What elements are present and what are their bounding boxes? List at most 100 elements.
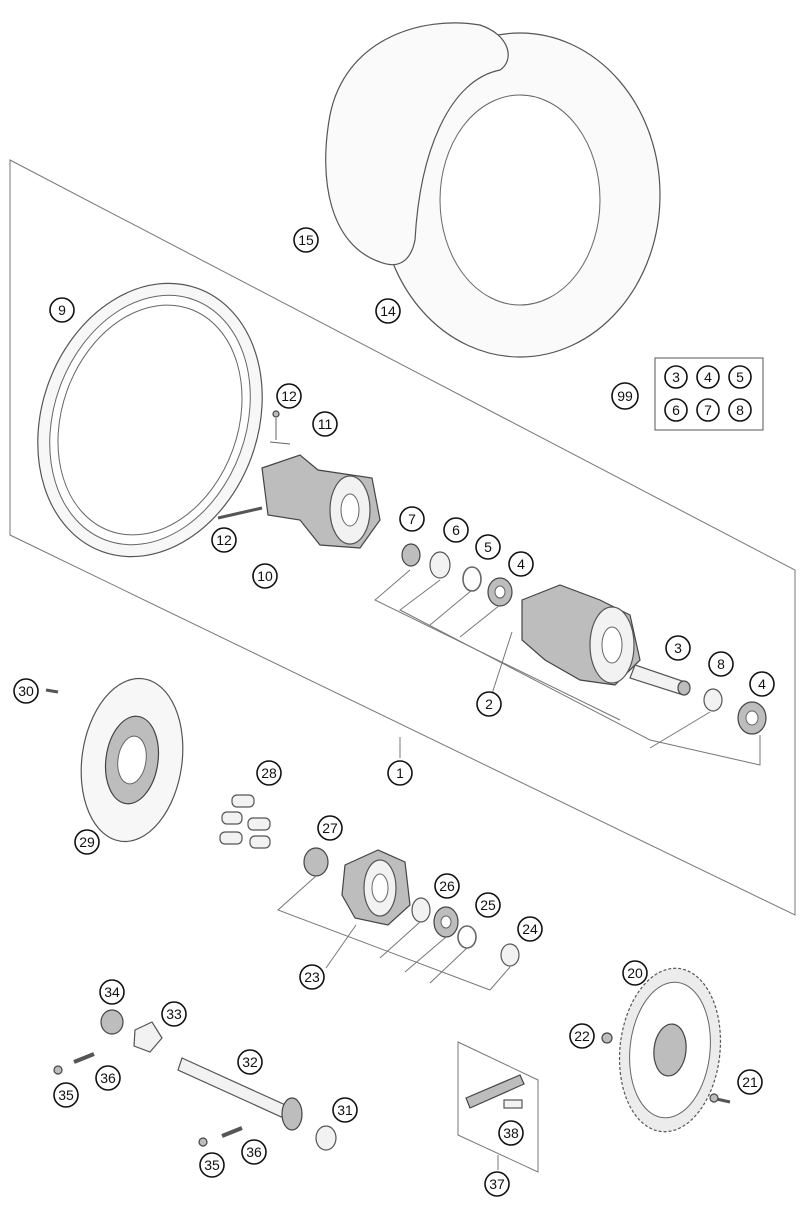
chain-adjuster-part-33 [133,1021,163,1053]
callout-label: 12 [216,532,232,548]
bearing-kit-box [654,357,764,431]
callout-label: 9 [58,302,66,318]
hub-assembly-upper [217,410,381,549]
callout-label: 15 [298,232,314,248]
callout-20: 20 [622,960,648,986]
callout-label: 1 [396,765,404,781]
callout-33: 33 [161,1001,187,1027]
callout-27: 27 [317,815,343,841]
callout-label: 3 [672,369,680,385]
callout-99: 99 [611,382,639,410]
callout-10: 10 [252,563,278,589]
callout-35-left: 35 [53,1082,79,1108]
callout-label: 4 [517,556,525,572]
callout-label: 7 [408,511,416,527]
callout-1: 1 [387,760,413,786]
kit-item-7: 7 [696,398,720,422]
bearing-kit-parts [401,543,513,607]
callout-5: 5 [475,534,501,560]
callout-7: 7 [399,506,425,532]
rim-part-9 [37,282,263,558]
axle-part-32 [177,1057,303,1131]
callout-label: 2 [485,696,493,712]
callout-22: 22 [569,1023,595,1049]
kit-item-6: 6 [664,398,688,422]
adjuster-screw-part-36b [221,1126,243,1138]
callout-label: 5 [736,369,744,385]
nut-part-22 [601,1032,613,1044]
callout-label: 25 [480,897,496,913]
callout-label: 99 [617,388,633,404]
chain-part-37 [457,1041,539,1173]
callout-26: 26 [434,873,460,899]
cap-part-31 [315,1125,337,1151]
kit-item-4: 4 [696,365,720,389]
callout-label: 34 [104,984,120,1000]
callout-label: 35 [204,1157,220,1173]
callout-31: 31 [332,1097,358,1123]
callout-8: 8 [708,651,734,677]
spacer-part-3 [629,664,691,696]
bearing-part-4b [737,701,767,735]
callout-label: 32 [242,1054,258,1070]
callout-3: 3 [665,635,691,661]
callout-label: 35 [58,1087,74,1103]
callout-35-right: 35 [199,1152,225,1178]
callout-label: 4 [758,676,766,692]
sprocket-carrier-group [303,847,520,967]
callout-label: 10 [257,568,273,584]
callout-label: 3 [674,640,682,656]
nut-part-35a [53,1065,63,1075]
kit-item-5: 5 [728,365,752,389]
callout-label: 14 [380,303,396,319]
callout-label: 8 [717,656,725,672]
callout-label: 38 [503,1125,519,1141]
brake-disc-part-29 [80,677,184,843]
callout-label: 4 [704,369,712,385]
callout-34: 34 [99,979,125,1005]
callout-label: 22 [574,1028,590,1044]
callout-label: 23 [304,969,320,985]
callout-label: 8 [736,402,744,418]
callout-24: 24 [517,916,543,942]
callout-14: 14 [375,298,401,324]
callout-23: 23 [299,964,325,990]
callout-label: 11 [318,416,333,432]
callout-label: 26 [439,878,455,894]
kit-item-8: 8 [728,398,752,422]
callout-25: 25 [475,892,501,918]
rear-sprocket-part-20 [618,967,722,1133]
callout-28: 28 [256,760,282,786]
callout-11: 11 [312,411,338,437]
callout-label: 28 [261,765,277,781]
adjuster-screw-part-36a [73,1052,95,1064]
callout-2: 2 [476,691,502,717]
callout-12-upper: 12 [276,383,302,409]
callout-6: 6 [443,517,469,543]
callout-38: 38 [498,1120,524,1146]
callout-label: 6 [672,402,680,418]
rear-hub-part-2 [521,584,641,686]
nut-part-35b [198,1137,208,1147]
callout-label: 5 [484,539,492,555]
callout-label: 24 [522,921,538,937]
callout-label: 36 [100,1070,116,1086]
bolt-part-30 [45,688,59,694]
damper-rubbers-part-28 [219,794,271,849]
callout-12-lower: 12 [211,527,237,553]
callout-29: 29 [74,829,100,855]
callout-label: 36 [246,1144,262,1160]
callout-label: 30 [18,683,34,699]
callout-label: 27 [322,820,338,836]
callout-4-upper: 4 [508,551,534,577]
wheel-assembly-frame [9,159,796,916]
callout-36-left: 36 [95,1065,121,1091]
callout-4-lower: 4 [749,671,775,697]
callout-label: 31 [337,1102,353,1118]
callout-15: 15 [293,227,319,253]
axle-nut-part-34 [100,1009,124,1035]
callout-30: 30 [13,678,39,704]
tube-part-15 [325,22,509,266]
callout-9: 9 [49,297,75,323]
